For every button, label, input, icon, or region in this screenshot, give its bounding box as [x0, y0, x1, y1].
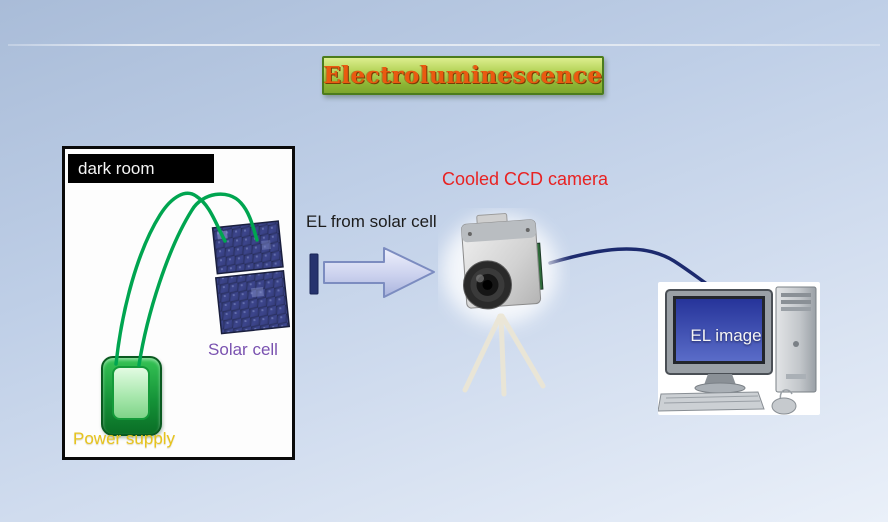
- solar-cell-image: [211, 220, 291, 335]
- dark-room-label: dark room: [78, 158, 155, 178]
- power-supply-label: Power supply: [73, 429, 176, 448]
- power-supply-screen: [112, 366, 150, 420]
- dark-room-header: dark room: [68, 154, 214, 183]
- slide-title: Electroluminescence: [323, 62, 603, 89]
- computer-mouse: [771, 389, 797, 415]
- power-supply-icon: [101, 356, 162, 436]
- camera-label: Cooled CCD camera: [442, 169, 609, 189]
- emitter-bar: [309, 253, 319, 295]
- divider-line: [8, 44, 880, 46]
- el-arrow-label: EL from solar cell: [306, 212, 437, 231]
- title-banner: Electroluminescence: [322, 56, 604, 95]
- solar-cell-label: Solar cell: [208, 340, 278, 359]
- monitor-screen: [676, 299, 762, 361]
- el-arrow-icon: [309, 247, 435, 298]
- computer-image: [658, 282, 820, 415]
- arrow-right-shape: [323, 247, 435, 298]
- computer-keyboard: [658, 391, 765, 412]
- monitor-label: EL image: [690, 326, 762, 345]
- computer-monitor: [665, 289, 773, 394]
- ccd-camera-image: [442, 213, 558, 397]
- tripod-icon: [462, 313, 546, 397]
- camera-body: [461, 213, 544, 310]
- computer-tower: [775, 286, 817, 393]
